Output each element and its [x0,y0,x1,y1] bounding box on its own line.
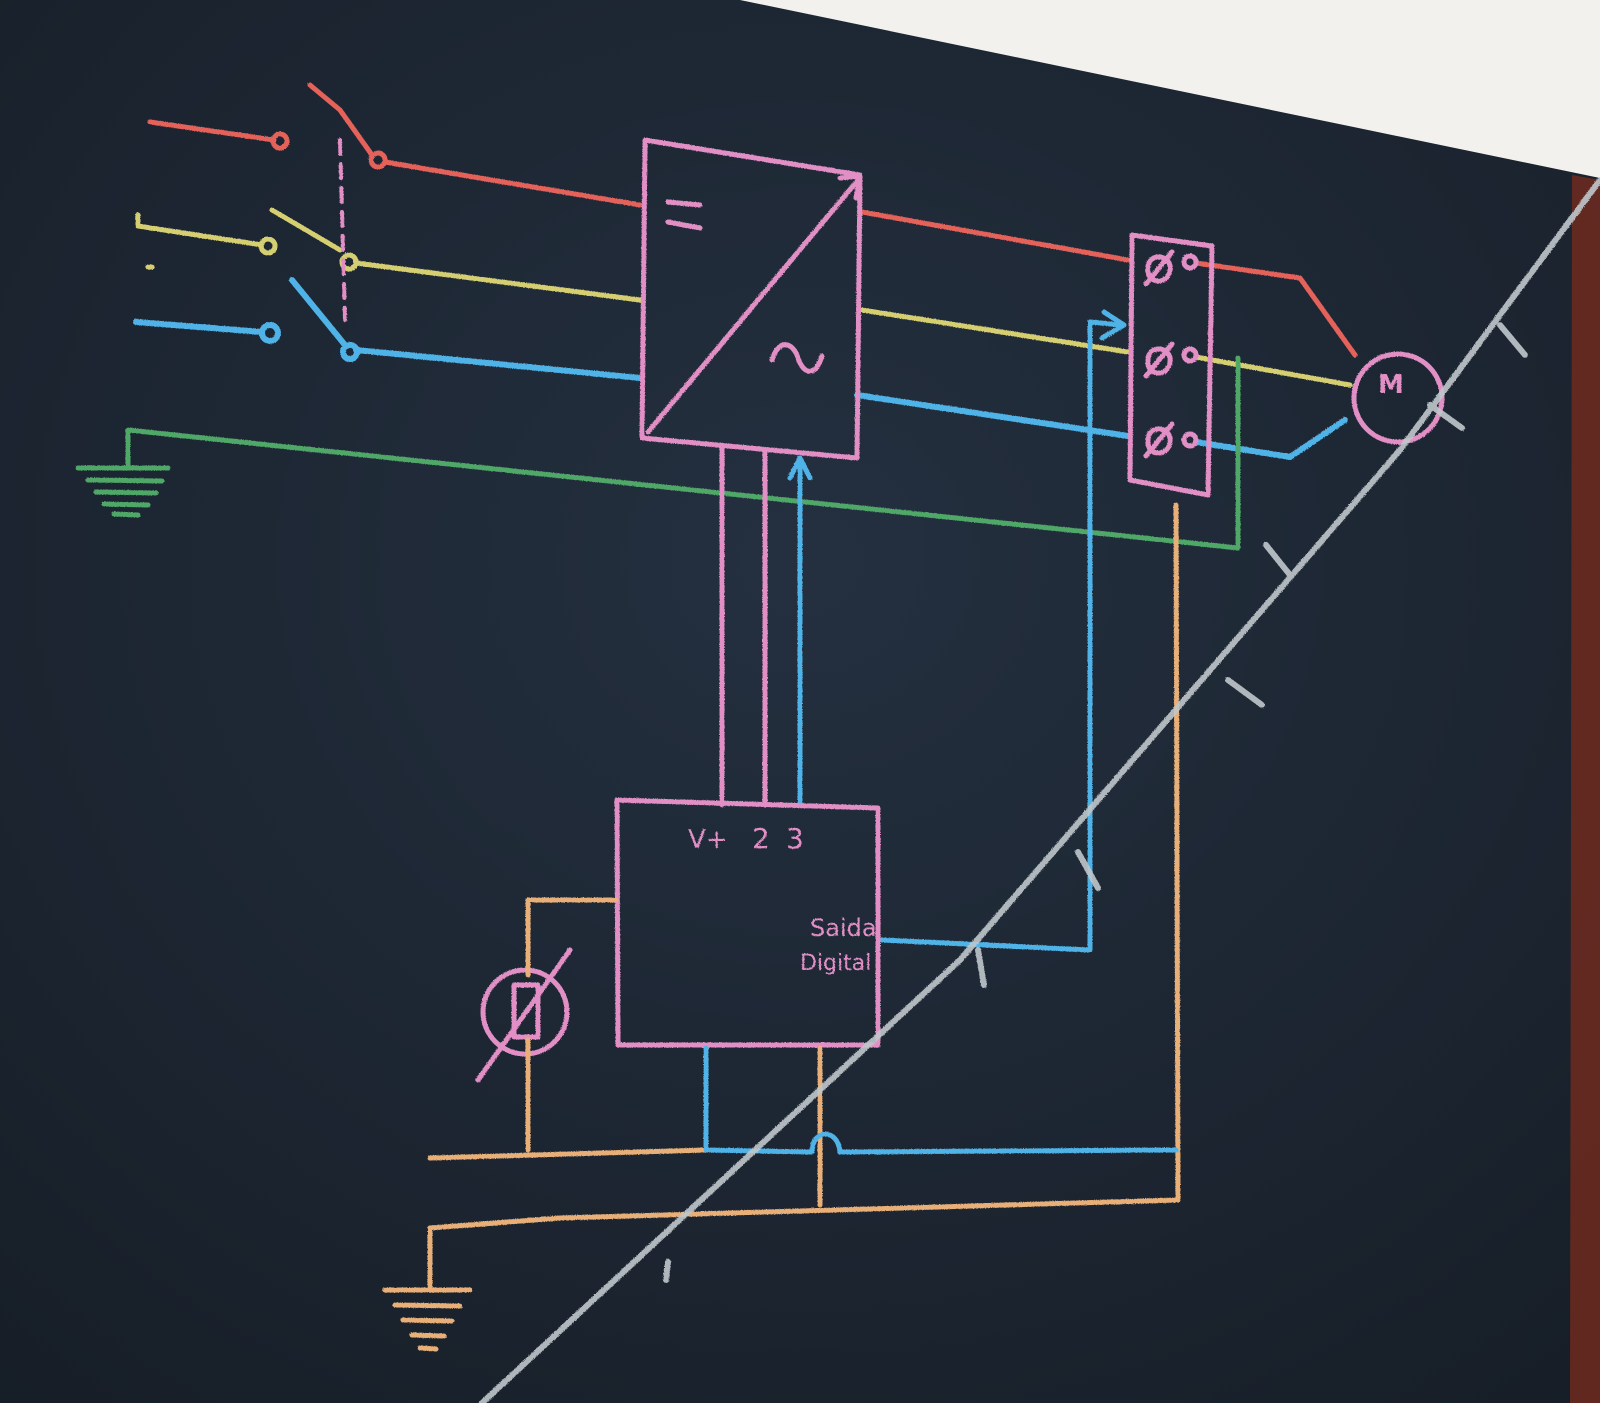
phase-l3-wire [133,277,1348,460]
controller-terminal-2: 2 [752,822,770,855]
breaker-mechanical-link [338,138,347,322]
digital-output-label-line2: Digital [800,951,871,976]
motor-label: M [1378,370,1404,400]
phase-l1-wire [147,82,1358,358]
digital-output-wire [879,309,1127,953]
board-edge-wood [1570,175,1600,1403]
controller-box [614,797,881,1048]
controller-terminal-3: 3 [786,822,804,855]
protective-earth-wire [75,355,1241,551]
phase-l2-wire [135,207,1353,388]
frequency-inverter [639,137,863,461]
terminal-block [1127,232,1215,498]
common-bus-wire [703,1045,1179,1155]
analog-signal-wire [787,455,813,808]
stray-chalk-line [479,177,1600,1403]
thermistor-sensor [475,947,573,1083]
inverter-control-wires [719,443,768,808]
digital-output-label-line1: Saida [810,914,877,942]
controller-terminal-vplus: V+ [688,825,728,855]
